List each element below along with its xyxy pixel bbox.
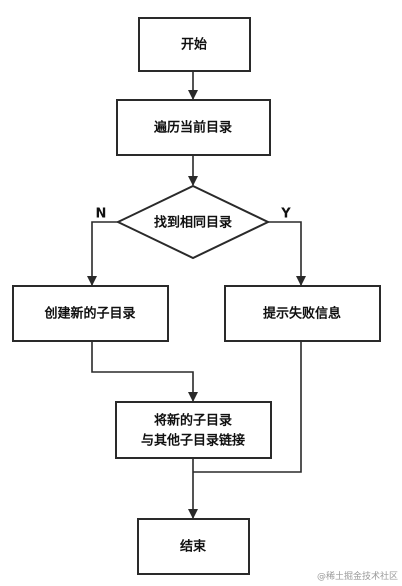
node-end-label: 结束 <box>180 539 207 555</box>
node-start-label: 开始 <box>181 37 207 53</box>
node-link-label-line1: 将新的子目录 <box>154 413 232 429</box>
node-decision-diamond <box>115 184 271 260</box>
node-create-label: 创建新的子目录 <box>43 306 135 322</box>
node-fail-box <box>224 285 381 342</box>
branch-label-yes: Y <box>280 207 291 222</box>
watermark-text: @稀土掘金技术社区 <box>317 570 398 582</box>
node-create-box <box>12 285 169 342</box>
node-fail-label: 提示失败信息 <box>263 306 341 322</box>
node-end-box <box>137 518 250 575</box>
edge-decision-yes <box>268 221 306 286</box>
node-decision-label: 找到相同目录 <box>154 215 232 231</box>
node-traverse-label: 遍历当前目录 <box>153 120 232 136</box>
edge-create-to-link <box>91 341 198 402</box>
node-link-box <box>115 401 272 459</box>
edge-decision-no <box>87 221 118 286</box>
edge-fail-to-end <box>193 341 302 473</box>
branch-label-no: N <box>96 207 107 222</box>
node-link-label-line2: 与其他子目录链接 <box>141 433 245 449</box>
node-traverse-box <box>116 99 271 156</box>
node-start-box <box>138 17 251 72</box>
